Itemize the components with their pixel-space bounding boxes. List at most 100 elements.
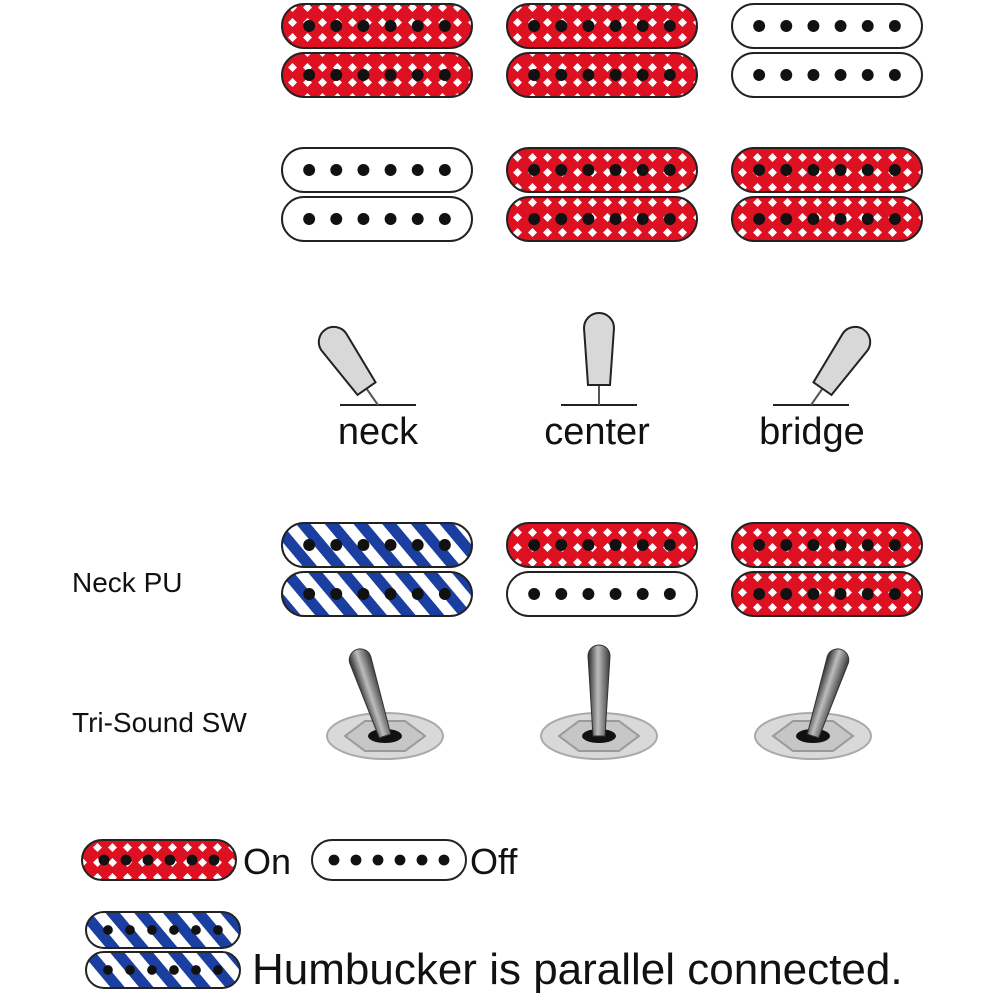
pole-piece [350, 854, 362, 866]
pole-piece [753, 164, 766, 176]
pickup-coil-bottom [731, 196, 923, 242]
pole-piece [807, 588, 820, 600]
pole-piece [807, 20, 820, 32]
pole-piece [888, 164, 901, 176]
pole-piece [303, 539, 316, 551]
pole-piece [357, 539, 370, 551]
pole-piece [861, 69, 874, 81]
pole-piece [147, 965, 157, 975]
switch-lever-2 [773, 325, 872, 406]
pole-piece [528, 539, 541, 551]
pole-piece [582, 213, 595, 225]
pole-piece [582, 164, 595, 176]
pole-piece [384, 588, 397, 600]
pole-piece [384, 69, 397, 81]
neck-pu-humbucker-pos-1 [506, 522, 698, 617]
tri-sound-toggle-2 [754, 648, 872, 760]
neck-pu-label: Neck PU [72, 567, 182, 598]
switch-lever-1 [561, 312, 637, 406]
pole-piece [372, 854, 384, 866]
pole-piece [411, 20, 424, 32]
pole-piece [303, 69, 316, 81]
pickup-coil-bottom [281, 571, 473, 617]
pole-piece [330, 164, 343, 176]
pickup-coil-top [731, 3, 923, 49]
pole-piece [213, 965, 223, 975]
pole-piece [330, 588, 343, 600]
pole-piece [169, 925, 179, 935]
pole-piece [330, 213, 343, 225]
pole-piece [834, 164, 847, 176]
humbucker-row-1-pos-0 [281, 147, 473, 242]
tri-sound-toggles [326, 644, 872, 760]
pole-piece [438, 588, 451, 600]
legend-parallel-coil-bottom [85, 951, 241, 989]
pole-piece [753, 588, 766, 600]
top-row-1-pickups [281, 147, 923, 242]
pole-piece [609, 213, 622, 225]
pole-piece [384, 164, 397, 176]
pole-piece [609, 539, 622, 551]
pole-piece [609, 20, 622, 32]
pole-piece [636, 164, 649, 176]
pole-piece [753, 213, 766, 225]
pole-piece [834, 20, 847, 32]
pole-piece [861, 213, 874, 225]
pole-piece [663, 69, 676, 81]
legend-on-label: On [243, 841, 291, 882]
switch-label-neck: neck [338, 411, 419, 453]
pickup-coil-bottom [506, 52, 698, 98]
pole-piece [103, 925, 113, 935]
pole-piece [147, 925, 157, 935]
pole-piece [164, 854, 176, 866]
pole-piece [582, 69, 595, 81]
pole-piece [125, 965, 135, 975]
pickup-coil-top [281, 147, 473, 193]
pole-piece [807, 213, 820, 225]
pickup-coil-top [506, 147, 698, 193]
pole-piece [636, 588, 649, 600]
pole-piece [120, 854, 132, 866]
pole-piece [186, 854, 198, 866]
pole-piece [861, 539, 874, 551]
pole-piece [330, 69, 343, 81]
pole-piece [438, 20, 451, 32]
switch-lever-0 [317, 325, 416, 406]
tri-sound-toggle-0 [326, 648, 444, 760]
pole-piece [357, 164, 370, 176]
pole-piece [861, 164, 874, 176]
pole-piece [416, 854, 428, 866]
pole-piece [438, 164, 451, 176]
pole-piece [780, 69, 793, 81]
pickup-coil-top [731, 522, 923, 568]
pole-piece [411, 69, 424, 81]
pole-piece [753, 539, 766, 551]
pickup-coil-top [506, 522, 698, 568]
pickup-coil-bottom [506, 196, 698, 242]
pole-piece [780, 20, 793, 32]
legend [81, 839, 467, 989]
pole-piece [384, 539, 397, 551]
pole-piece [357, 213, 370, 225]
legend-on-swatch [81, 839, 237, 881]
pole-piece [663, 20, 676, 32]
pole-piece [330, 539, 343, 551]
pole-piece [609, 164, 622, 176]
top-row-0-pickups [281, 3, 923, 98]
pole-piece [357, 588, 370, 600]
pole-piece [663, 213, 676, 225]
pole-piece [609, 588, 622, 600]
tri-sound-toggle-1 [540, 644, 658, 760]
pole-piece [411, 213, 424, 225]
pole-piece [807, 539, 820, 551]
neck-pu-pickups [281, 522, 923, 617]
pole-piece [528, 213, 541, 225]
pole-piece [555, 588, 568, 600]
pole-piece [528, 164, 541, 176]
pole-piece [861, 20, 874, 32]
legend-parallel-coil-top [85, 911, 241, 949]
pole-piece [780, 164, 793, 176]
pole-piece [384, 213, 397, 225]
pole-piece [663, 588, 676, 600]
